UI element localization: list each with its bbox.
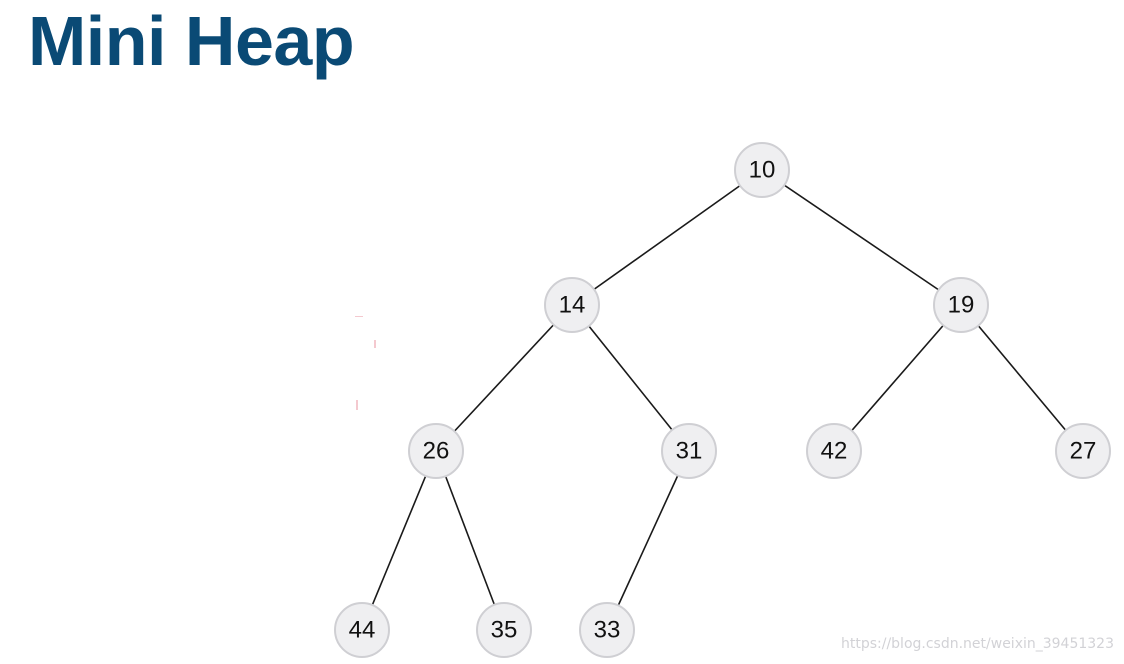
heap-node-19: 19 (933, 277, 989, 333)
node-circle (544, 277, 600, 333)
heap-node-31: 31 (661, 423, 717, 479)
node-circle (476, 602, 532, 658)
node-value: 10 (749, 157, 776, 184)
edge-26-35 (435, 450, 505, 631)
watermark-url: https://blog.csdn.net/weixin_39451323 (840, 636, 1114, 652)
node-circle (806, 423, 862, 479)
node-circle (1055, 423, 1111, 479)
node-value: 26 (423, 438, 450, 465)
node-value: 35 (491, 617, 518, 644)
node-circle (579, 602, 635, 658)
edge-10-19 (761, 169, 962, 306)
edge-10-14 (571, 169, 763, 306)
edges-layer (361, 169, 1084, 631)
edge-14-31 (571, 304, 690, 452)
heap-node-42: 42 (806, 423, 862, 479)
heap-node-10: 10 (734, 142, 790, 198)
node-value: 31 (676, 438, 703, 465)
decorative-mark (355, 316, 363, 317)
heap-node-26: 26 (408, 423, 464, 479)
edge-19-27 (960, 304, 1084, 452)
nodes-layer: 10 14 19 26 31 42 27 44 35 33 (334, 142, 1111, 658)
heap-node-33: 33 (579, 602, 635, 658)
heap-node-27: 27 (1055, 423, 1111, 479)
slide-title: Mini Heap (28, 2, 355, 80)
node-value: 33 (594, 617, 621, 644)
node-circle (408, 423, 464, 479)
edge-19-42 (833, 304, 962, 452)
node-circle (933, 277, 989, 333)
heap-node-35: 35 (476, 602, 532, 658)
decorative-mark (356, 400, 358, 410)
node-value: 44 (349, 617, 376, 644)
node-circle (734, 142, 790, 198)
heap-node-14: 14 (544, 277, 600, 333)
edge-14-26 (435, 304, 573, 452)
heap-node-44: 44 (334, 602, 390, 658)
edge-31-33 (606, 450, 690, 631)
node-value: 14 (559, 292, 586, 319)
node-circle (661, 423, 717, 479)
node-value: 19 (948, 292, 975, 319)
node-value: 27 (1070, 438, 1097, 465)
edge-26-44 (361, 450, 437, 631)
node-circle (334, 602, 390, 658)
decorative-mark (374, 340, 376, 348)
node-value: 42 (821, 438, 848, 465)
